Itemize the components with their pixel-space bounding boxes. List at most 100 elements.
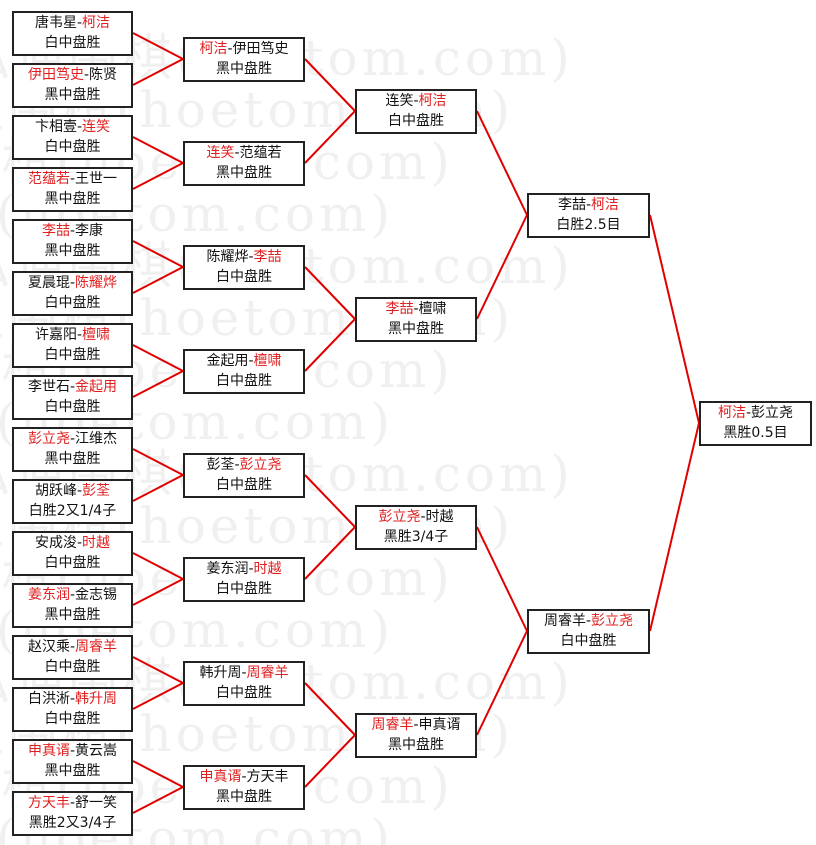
bracket-connector-line (304, 266, 356, 320)
player-separator: - (76, 327, 83, 343)
match-result: 黑胜3/4子 (383, 529, 449, 545)
match-result: 黑中盘胜 (216, 165, 272, 181)
match-players: 申真谞-黄云嵩 (28, 741, 117, 761)
loser-name: 金起用 (206, 353, 249, 369)
winner-name: 时越 (82, 535, 111, 551)
player-separator: - (234, 457, 240, 473)
player-separator: - (420, 509, 426, 525)
match-result: 白中盘胜 (44, 295, 101, 311)
loser-name: 时越 (425, 509, 454, 525)
player-separator: - (248, 249, 254, 265)
match-box: 安成浚-时越白中盘胜 (12, 530, 133, 576)
bracket-connector-line (649, 214, 700, 424)
bracket-connector-line (132, 136, 184, 164)
bracket-connector-line (476, 630, 528, 736)
match-players: 柯洁-彭立尧 (718, 403, 793, 423)
winner-name: 檀啸 (253, 353, 282, 369)
bracket-connector-line (649, 422, 700, 632)
winner-name: 连笑 (206, 145, 235, 161)
bracket-connector-line (132, 240, 184, 268)
match-players: 柯洁-伊田笃史 (199, 39, 288, 59)
match-result: 白中盘胜 (216, 373, 272, 389)
player-separator: - (248, 353, 254, 369)
match-players: 连笑-范蕴若 (206, 143, 281, 163)
match-box: 申真谞-方天丰黑中盘胜 (183, 764, 305, 810)
match-result: 黑中盘胜 (44, 243, 101, 259)
match-box: 连笑-范蕴若黑中盘胜 (183, 140, 305, 186)
winner-name: 檀啸 (82, 327, 111, 343)
player-separator: - (585, 197, 592, 213)
match-result: 黑中盘胜 (216, 789, 272, 805)
loser-name: 夏晨琨 (27, 275, 70, 291)
match-result: 黑中盘胜 (216, 61, 272, 77)
player-separator: - (241, 769, 247, 785)
match-result: 黑中盘胜 (44, 451, 101, 467)
winner-name: 彭立尧 (27, 431, 70, 447)
match-result: 白中盘胜 (216, 685, 272, 701)
match-players: 彭荃-彭立尧 (206, 455, 281, 475)
match-box: 李世石-金起用白中盘胜 (12, 374, 133, 420)
winner-name: 周睿羊 (75, 639, 118, 655)
loser-name: 李喆 (557, 197, 586, 213)
match-box: 周睿羊-彭立尧白中盘胜 (527, 608, 650, 654)
loser-name: 连笑 (385, 93, 414, 109)
match-result: 黑胜2又3/4子 (28, 815, 117, 831)
match-box: 唐韦星-柯洁白中盘胜 (12, 10, 133, 56)
loser-name: 姜东润 (206, 561, 249, 577)
player-separator: - (69, 691, 76, 707)
player-separator: - (76, 15, 83, 31)
player-separator: - (585, 613, 592, 629)
match-players: 姜东润-时越 (206, 559, 281, 579)
bracket-connector-line (132, 760, 184, 788)
bracket-connector-line (304, 318, 356, 372)
match-players: 李喆-檀啸 (385, 299, 446, 319)
match-result: 白中盘胜 (216, 269, 272, 285)
match-players: 周睿羊-彭立尧 (544, 611, 633, 631)
match-result: 黑中盘胜 (44, 763, 101, 779)
winner-name: 柯洁 (418, 93, 447, 109)
bracket-connector-line (132, 344, 184, 372)
match-result: 白中盘胜 (44, 347, 101, 363)
loser-name: 许嘉阳 (34, 327, 77, 343)
match-box: 陈耀烨-李喆白中盘胜 (183, 244, 305, 290)
match-result: 白中盘胜 (216, 581, 272, 597)
winner-name: 李喆 (41, 223, 70, 239)
match-players: 唐韦星-柯洁 (35, 13, 110, 33)
player-separator: - (69, 379, 76, 395)
match-players: 胡跃峰-彭荃 (35, 481, 110, 501)
match-box: 胡跃峰-彭荃白胜2又1/4子 (12, 478, 133, 524)
loser-name: 陈耀烨 (206, 249, 249, 265)
bracket-connector-line (476, 526, 528, 632)
match-players: 李喆-李康 (42, 221, 103, 241)
loser-name: 王世一 (75, 171, 118, 187)
match-players: 白洪淅-韩升周 (28, 689, 117, 709)
bracket-connector-line (132, 474, 184, 502)
match-players: 范蕴若-王世一 (28, 169, 117, 189)
winner-name: 柯洁 (717, 405, 746, 421)
loser-name: 白洪淅 (27, 691, 70, 707)
match-box: 李喆-李康黑中盘胜 (12, 218, 133, 264)
winner-name: 金起用 (75, 379, 118, 395)
match-box: 李喆-柯洁白胜2.5目 (527, 192, 650, 238)
match-box: 姜东润-金志锡黑中盘胜 (12, 582, 133, 628)
match-result: 白中盘胜 (44, 711, 101, 727)
match-box: 许嘉阳-檀啸白中盘胜 (12, 322, 133, 368)
player-separator: - (227, 41, 233, 57)
bracket-connector-line (132, 682, 184, 710)
match-players: 许嘉阳-檀啸 (35, 325, 110, 345)
loser-name: 黄云嵩 (75, 743, 118, 759)
winner-name: 陈耀烨 (75, 275, 118, 291)
player-separator: - (413, 717, 419, 733)
match-box: 周睿羊-申真谞黑中盘胜 (355, 712, 477, 758)
player-separator: - (69, 795, 76, 811)
match-result: 黑中盘胜 (388, 321, 444, 337)
match-players: 赵汉乘-周睿羊 (28, 637, 117, 657)
player-separator: - (76, 483, 83, 499)
match-box: 姜东润-时越白中盘胜 (183, 556, 305, 602)
winner-name: 申真谞 (199, 769, 242, 785)
player-separator: - (413, 93, 419, 109)
player-separator: - (76, 119, 83, 135)
loser-name: 胡跃峰 (34, 483, 77, 499)
match-players: 李世石-金起用 (28, 377, 117, 397)
bracket-connector-line (304, 682, 356, 736)
